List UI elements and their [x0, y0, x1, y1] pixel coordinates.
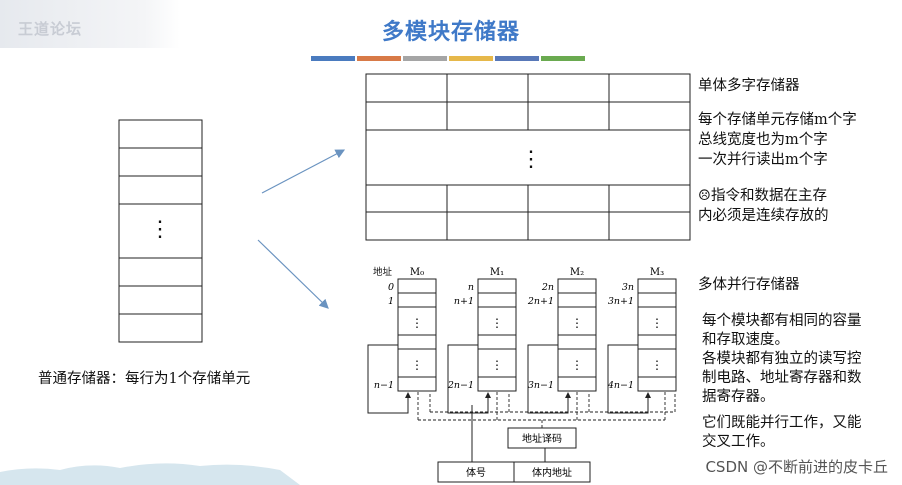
- module-dots: ⋮: [651, 316, 663, 330]
- color-bar-5: [495, 56, 539, 61]
- single-title: 单体多字存储器: [698, 78, 800, 94]
- color-bar-1: [311, 56, 355, 61]
- module-loop-line: [607, 344, 649, 414]
- arrow-to-single: [261, 149, 346, 194]
- multi-desc-3: 各模块都有独立的读写控: [702, 351, 862, 367]
- logo-text: 王道论坛: [18, 20, 83, 38]
- module-dots: ⋮: [571, 316, 583, 330]
- single-desc-1: 每个存储单元存储m个字: [698, 112, 857, 128]
- decoder-dashed-lines: [417, 392, 676, 428]
- color-bar-3: [403, 56, 447, 61]
- module-loop-line: [527, 344, 569, 414]
- multi-desc-1: 每个模块都有相同的容量: [702, 313, 862, 329]
- decoder-label: 地址译码: [522, 432, 562, 445]
- module-addr-last: 4n−1: [607, 380, 634, 391]
- module-addr-first: 0: [388, 282, 394, 293]
- multi-desc-6: 它们既能并行工作，又能: [702, 415, 862, 431]
- module-name: M₂: [570, 267, 584, 278]
- module-addr-first: 3n: [622, 282, 634, 293]
- ordinary-caption: 普通存储器：每行为1个存储单元: [38, 371, 251, 387]
- multi-desc-7: 交叉工作。: [702, 434, 775, 450]
- page-title: 多模块存储器: [381, 20, 520, 45]
- single-desc-2: 总线宽度也为m个字: [698, 132, 828, 148]
- color-bar-4: [449, 56, 493, 61]
- module-addr-first: n: [468, 282, 474, 293]
- single-note-2: 内必须是连续存放的: [698, 208, 829, 224]
- module-dots: ⋮: [411, 316, 423, 330]
- body-no-label: 体号: [466, 467, 486, 479]
- module-addr-first: 2n: [541, 282, 554, 293]
- module-addr-second: 3n+1: [608, 296, 634, 307]
- module-dots: ⋮: [491, 358, 503, 372]
- module-addr-second: n+1: [454, 296, 474, 307]
- single-word-memory: [365, 73, 691, 241]
- module-addr-last: n−1: [374, 380, 394, 391]
- module-loop-line: [367, 344, 409, 414]
- logo-background: [0, 0, 180, 48]
- multi-desc-2: 和存取速度。: [702, 332, 789, 348]
- ordinary-dots: ⋮: [149, 217, 171, 242]
- multi-title: 多体并行存储器: [698, 277, 800, 293]
- module-addr-second: 1: [388, 296, 394, 307]
- single-dots: ⋮: [520, 147, 542, 172]
- module-addr-last: 3n−1: [528, 380, 554, 391]
- module-addr-last: 2n−1: [447, 380, 474, 391]
- multi-module-memory: 地址: [373, 266, 393, 278]
- module-name: M₁: [490, 267, 504, 278]
- multi-desc-4: 制电路、地址寄存器和数: [702, 370, 862, 386]
- module-dots: ⋮: [571, 358, 583, 372]
- module-dots: ⋮: [491, 316, 503, 330]
- ordinary-memory: [118, 119, 203, 343]
- module-dots: ⋮: [651, 358, 663, 372]
- module-addr-second: 2n+1: [527, 296, 554, 307]
- inner-addr-label: 体内地址: [532, 466, 572, 479]
- modules-group: M₀ ⋮ ⋮ 0 1 n−1 M₁ ⋮ ⋮ n n+1 2n−1 M₂ ⋮ ⋮ 2n 2n+1 3n−1 M₃ ⋮ ⋮ 3…: [367, 267, 677, 414]
- single-note-1: ☹指令和数据在主存: [698, 188, 827, 204]
- multi-desc-5: 据寄存器。: [702, 389, 775, 405]
- single-desc-3: 一次并行读出m个字: [698, 152, 828, 168]
- color-bar-2: [357, 56, 401, 61]
- arrow-to-multi: [257, 239, 329, 309]
- decorative-hills: [0, 463, 300, 485]
- module-loop-line: [447, 344, 489, 414]
- watermark: CSDN @不断前进的皮卡丘: [705, 458, 888, 476]
- color-bar-6: [541, 56, 585, 61]
- module-name: M₀: [410, 267, 424, 278]
- module-dots: ⋮: [411, 358, 423, 372]
- addr-label: 地址: [373, 266, 393, 278]
- module-name: M₃: [650, 267, 664, 278]
